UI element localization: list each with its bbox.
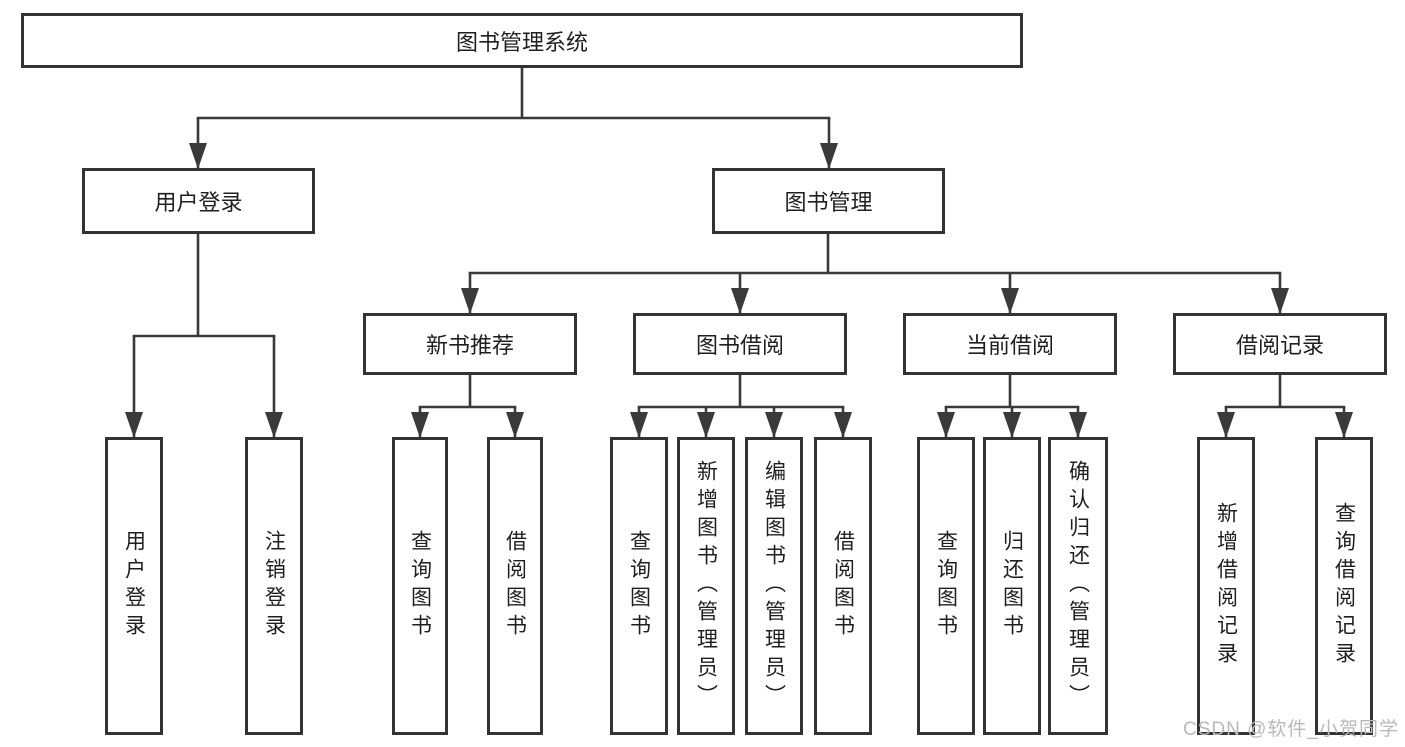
node-book-management: 图书管理 [712,168,945,234]
leaf-records-add-record-label: 新增借阅记录 [1214,502,1238,670]
node-root-system-label: 图书管理系统 [455,29,588,55]
node-root-system: 图书管理系统 [21,13,1023,68]
connector-current-trunk [944,375,1080,409]
leaf-recommend-query-book-label: 查询图书 [408,530,432,642]
leaf-user-login: 用户登录 [105,437,163,735]
leaf-current-return-book-label: 归还图书 [1000,530,1024,642]
connector-borrow-trunk [637,375,845,409]
node-book-borrow: 图书借阅 [633,313,847,375]
leaf-borrow-edit-book: 编辑图书（管理员） [745,437,803,735]
node-new-book-recommend-label: 新书推荐 [425,333,514,358]
leaf-current-query-book-label: 查询图书 [934,530,958,642]
leaf-user-login-label: 用户登录 [122,530,146,642]
leaf-current-return-book: 归还图书 [983,437,1041,735]
node-new-book-recommend: 新书推荐 [363,313,577,375]
connector-book-management-trunk [468,234,1282,275]
leaf-records-query-record: 查询借阅记录 [1315,437,1373,735]
leaf-recommend-query-book: 查询图书 [392,437,448,735]
leaf-current-confirm-return-label: 确认归还（管理员） [1066,460,1090,712]
connector-user-login-trunk [132,234,276,338]
leaf-recommend-borrow-book: 借阅图书 [487,437,543,735]
connector-root-trunk [196,68,831,120]
node-user-login-label: 用户登录 [154,190,243,215]
node-current-borrow-label: 当前借阅 [965,333,1054,358]
node-borrow-records: 借阅记录 [1173,313,1387,375]
leaf-borrow-borrow-book: 借阅图书 [814,437,872,735]
node-user-login: 用户登录 [82,168,315,234]
leaf-records-add-record: 新增借阅记录 [1197,437,1255,735]
node-borrow-records-label: 借阅记录 [1235,333,1324,358]
node-book-management-label: 图书管理 [784,190,873,215]
node-current-borrow: 当前借阅 [903,313,1117,375]
leaf-borrow-query-book-label: 查询图书 [627,530,651,642]
connector-recommend-trunk [418,375,517,409]
leaf-logout: 注销登录 [245,437,303,735]
leaf-borrow-add-book: 新增图书（管理员） [677,437,735,735]
leaf-borrow-borrow-book-label: 借阅图书 [831,530,855,642]
leaf-borrow-edit-book-label: 编辑图书（管理员） [762,460,786,712]
connector-records-trunk [1224,375,1346,409]
leaf-recommend-borrow-book-label: 借阅图书 [503,530,527,642]
leaf-borrow-query-book: 查询图书 [610,437,668,735]
leaf-borrow-add-book-label: 新增图书（管理员） [694,460,718,712]
leaf-current-query-book: 查询图书 [917,437,975,735]
csdn-watermark: CSDN @软件_小贺同学 [1183,719,1399,740]
leaf-logout-label: 注销登录 [262,530,286,642]
leaf-records-query-record-label: 查询借阅记录 [1332,502,1356,670]
leaf-current-confirm-return: 确认归还（管理员） [1048,437,1108,735]
node-book-borrow-label: 图书借阅 [695,333,784,358]
